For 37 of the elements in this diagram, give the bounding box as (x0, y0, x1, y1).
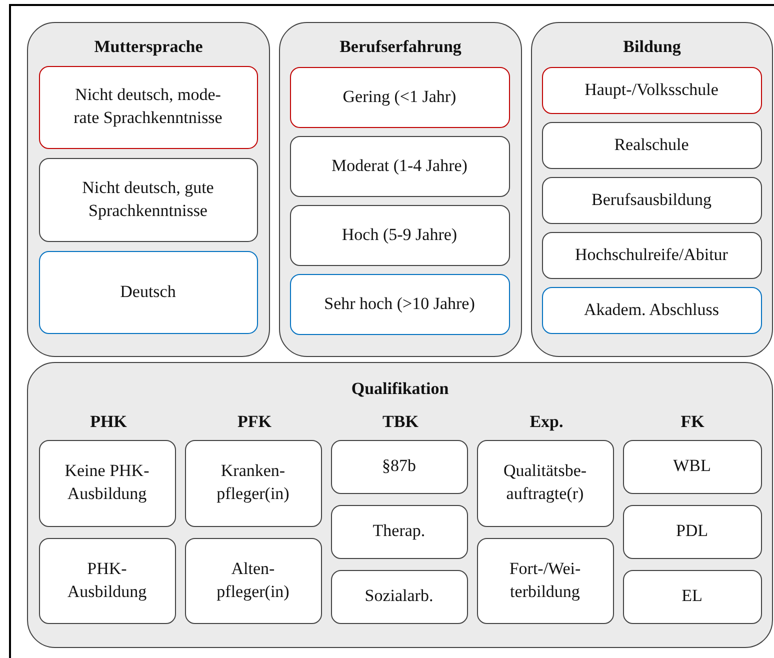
column-heading: TBK (382, 412, 420, 432)
option-box: Gering (<1 Jahr) (290, 66, 510, 128)
option-box: Sozialarb. (330, 570, 468, 624)
option-box: WBL (622, 440, 762, 494)
panel-heading: Qualifikation (350, 379, 450, 399)
option-box: Haupt-/Volksschule (542, 66, 762, 114)
option-box: Nicht deutsch, mode- rate Sprachkenntnisse (38, 66, 258, 148)
category-panel (27, 22, 270, 357)
category-panel (27, 362, 773, 648)
option-box: Hochschulreife/Abitur (542, 232, 762, 278)
category-panel (279, 22, 522, 357)
option-box: PHK- Ausbildung (38, 538, 176, 624)
option-box: EL (622, 570, 762, 624)
option-box: §87b (330, 440, 468, 494)
option-box: Akadem. Abschluss (542, 286, 762, 334)
option-box: PDL (622, 504, 762, 558)
option-box: Alten- pfleger(in) (184, 538, 322, 624)
option-box: Realschule (542, 122, 762, 168)
column-heading: PHK (89, 412, 128, 432)
option-box: Keine PHK- Ausbildung (38, 440, 176, 526)
column-heading: PFK (236, 412, 272, 432)
option-box: Sehr hoch (>10 Jahre) (290, 274, 510, 334)
option-box: Kranken- pfleger(in) (184, 440, 322, 526)
option-box: Moderat (1-4 Jahre) (290, 136, 510, 196)
option-box: Therap. (330, 504, 468, 558)
option-box: Deutsch (38, 250, 258, 334)
option-box: Hoch (5-9 Jahre) (290, 204, 510, 266)
option-box: Nicht deutsch, gute Sprachkenntnisse (38, 158, 258, 242)
option-box: Fort-/Wei- terbildung (476, 538, 614, 624)
option-box: Berufsausbildung (542, 176, 762, 224)
category-panel (531, 22, 773, 357)
panel-heading: Muttersprache (93, 37, 204, 57)
option-box: Qualitätsbe- auftragte(r) (476, 440, 614, 526)
column-heading: FK (680, 412, 706, 432)
column-heading: Exp. (528, 412, 564, 432)
panel-heading: Berufserfahrung (338, 37, 462, 57)
panel-heading: Bildung (622, 37, 682, 57)
